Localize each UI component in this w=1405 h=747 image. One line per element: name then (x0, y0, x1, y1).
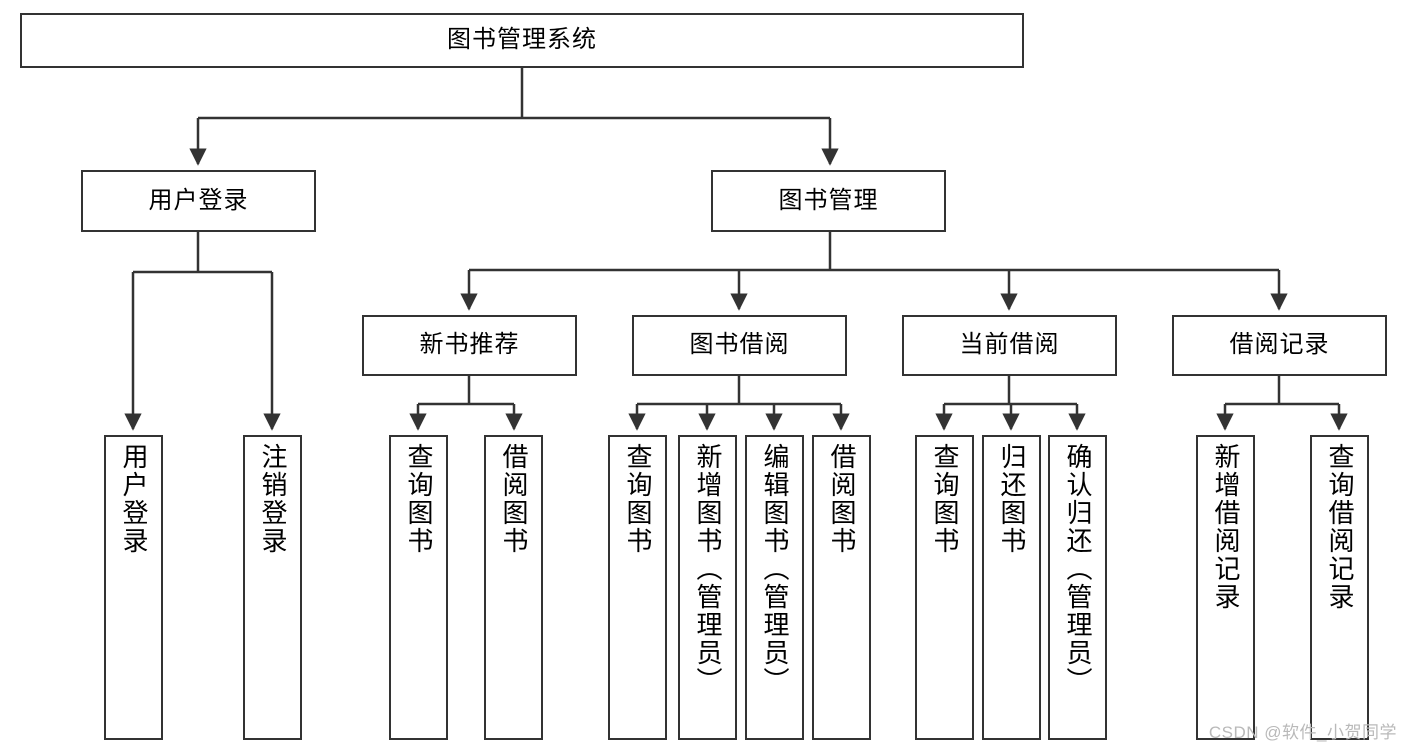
node-book-borrow[interactable]: 图书借阅 (632, 315, 847, 376)
leaf-node-add-book-admin[interactable]: 新增图书（管理员） (678, 435, 737, 740)
node-new-book-recommend[interactable]: 新书推荐 (362, 315, 577, 376)
leaf-node-edit-book-admin[interactable]: 编辑图书（管理员） (745, 435, 804, 740)
leaf-node-add-borrow-record[interactable]: 新增借阅记录 (1196, 435, 1255, 740)
node-label: 查询借阅记录 (1325, 443, 1356, 611)
node-label: 查询图书 (404, 443, 435, 555)
leaf-node-borrow-book[interactable]: 借阅图书 (812, 435, 871, 740)
node-root-book-management-system[interactable]: 图书管理系统 (20, 13, 1024, 68)
node-book-management[interactable]: 图书管理 (711, 170, 946, 232)
node-label: 借阅记录 (1229, 331, 1330, 359)
leaf-node-query-book-borrow[interactable]: 查询图书 (608, 435, 667, 740)
node-label: 图书管理 (778, 186, 879, 214)
node-label: 查询图书 (623, 443, 654, 555)
leaf-node-query-book-new[interactable]: 查询图书 (389, 435, 448, 740)
node-label: 当前借阅 (959, 331, 1060, 359)
node-borrow-record[interactable]: 借阅记录 (1172, 315, 1387, 376)
node-label: 用户登录 (119, 443, 150, 555)
leaf-node-borrow-book-new[interactable]: 借阅图书 (484, 435, 543, 740)
node-label: 用户登录 (148, 186, 249, 214)
node-label: 注销登录 (258, 443, 289, 555)
node-label: 确认归还（管理员） (1063, 443, 1094, 695)
leaf-node-user-login[interactable]: 用户登录 (104, 435, 163, 740)
node-label: 归还图书 (997, 443, 1028, 555)
node-label: 新增借阅记录 (1211, 443, 1242, 611)
node-label: 新增图书（管理员） (693, 443, 724, 695)
leaf-node-query-borrow-record[interactable]: 查询借阅记录 (1310, 435, 1369, 740)
node-label: 借阅图书 (499, 443, 530, 555)
leaf-node-confirm-return-admin[interactable]: 确认归还（管理员） (1048, 435, 1107, 740)
node-label: 图书借阅 (689, 331, 790, 359)
node-label: 编辑图书（管理员） (760, 443, 791, 695)
node-label: 查询图书 (930, 443, 961, 555)
node-label: 借阅图书 (827, 443, 858, 555)
watermark-text: CSDN @软件_小贺同学 (1208, 723, 1397, 742)
leaf-node-logout[interactable]: 注销登录 (243, 435, 302, 740)
leaf-node-query-book-current[interactable]: 查询图书 (915, 435, 974, 740)
node-current-borrow[interactable]: 当前借阅 (902, 315, 1117, 376)
leaf-node-return-book[interactable]: 归还图书 (982, 435, 1041, 740)
node-label: 图书管理系统 (447, 26, 597, 54)
node-user-login[interactable]: 用户登录 (81, 170, 316, 232)
node-label: 新书推荐 (419, 331, 520, 359)
